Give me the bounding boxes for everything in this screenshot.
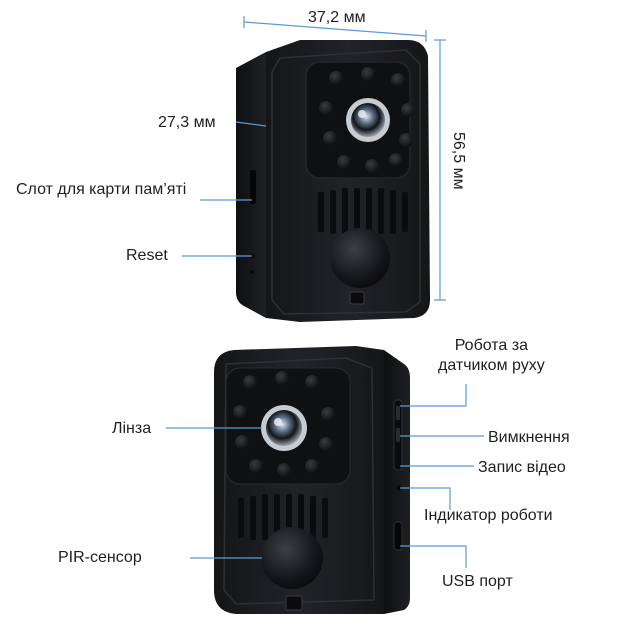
- lens-label: Лінза: [112, 420, 152, 437]
- width-dimension-line: [243, 21, 427, 37]
- camera-bottom-indicator-hole: [396, 485, 402, 491]
- camera-top-lens: [351, 103, 385, 137]
- camera-top-leds: [319, 67, 415, 173]
- power-off-label: Вимкнення: [488, 429, 570, 446]
- camera-bottom-side-panel: [384, 350, 410, 614]
- camera-bottom: [214, 346, 410, 614]
- camera-top: [236, 40, 430, 322]
- video-record-label: Запис відео: [478, 459, 566, 476]
- status-indicator-label: Індикатор роботи: [424, 507, 553, 524]
- depth-leader: [235, 121, 267, 127]
- camera-top-vents: [318, 188, 408, 234]
- height-dimension-label: 56,5 мм: [450, 132, 467, 190]
- camera-bottom-lens: [266, 410, 302, 446]
- camera-top-card-slot: [250, 170, 256, 204]
- usb-leader: [400, 545, 467, 568]
- depth-dimension-label: 27,3 мм: [158, 114, 216, 131]
- indicator-leader: [400, 487, 451, 510]
- leader-lines: [166, 16, 484, 568]
- width-dimension-label: 37,2 мм: [308, 9, 366, 26]
- motion-mode-label: Робота за датчиком руху: [438, 337, 545, 374]
- pir-sensor-label: PIR-сенсор: [58, 549, 142, 566]
- reset-label: Reset: [126, 247, 168, 264]
- motion-leader: [400, 384, 467, 407]
- camera-bottom-usb-port: [393, 521, 403, 551]
- camera-top-pir: [330, 228, 390, 288]
- camera-bottom-pir: [261, 527, 323, 589]
- card-slot-label: Слот для карти пам’яті: [16, 181, 187, 198]
- camera-bottom-leds: [233, 371, 335, 477]
- camera-top-bevel: [271, 49, 421, 315]
- usb-port-label: USB порт: [442, 573, 513, 590]
- camera-bottom-bevel: [223, 357, 375, 605]
